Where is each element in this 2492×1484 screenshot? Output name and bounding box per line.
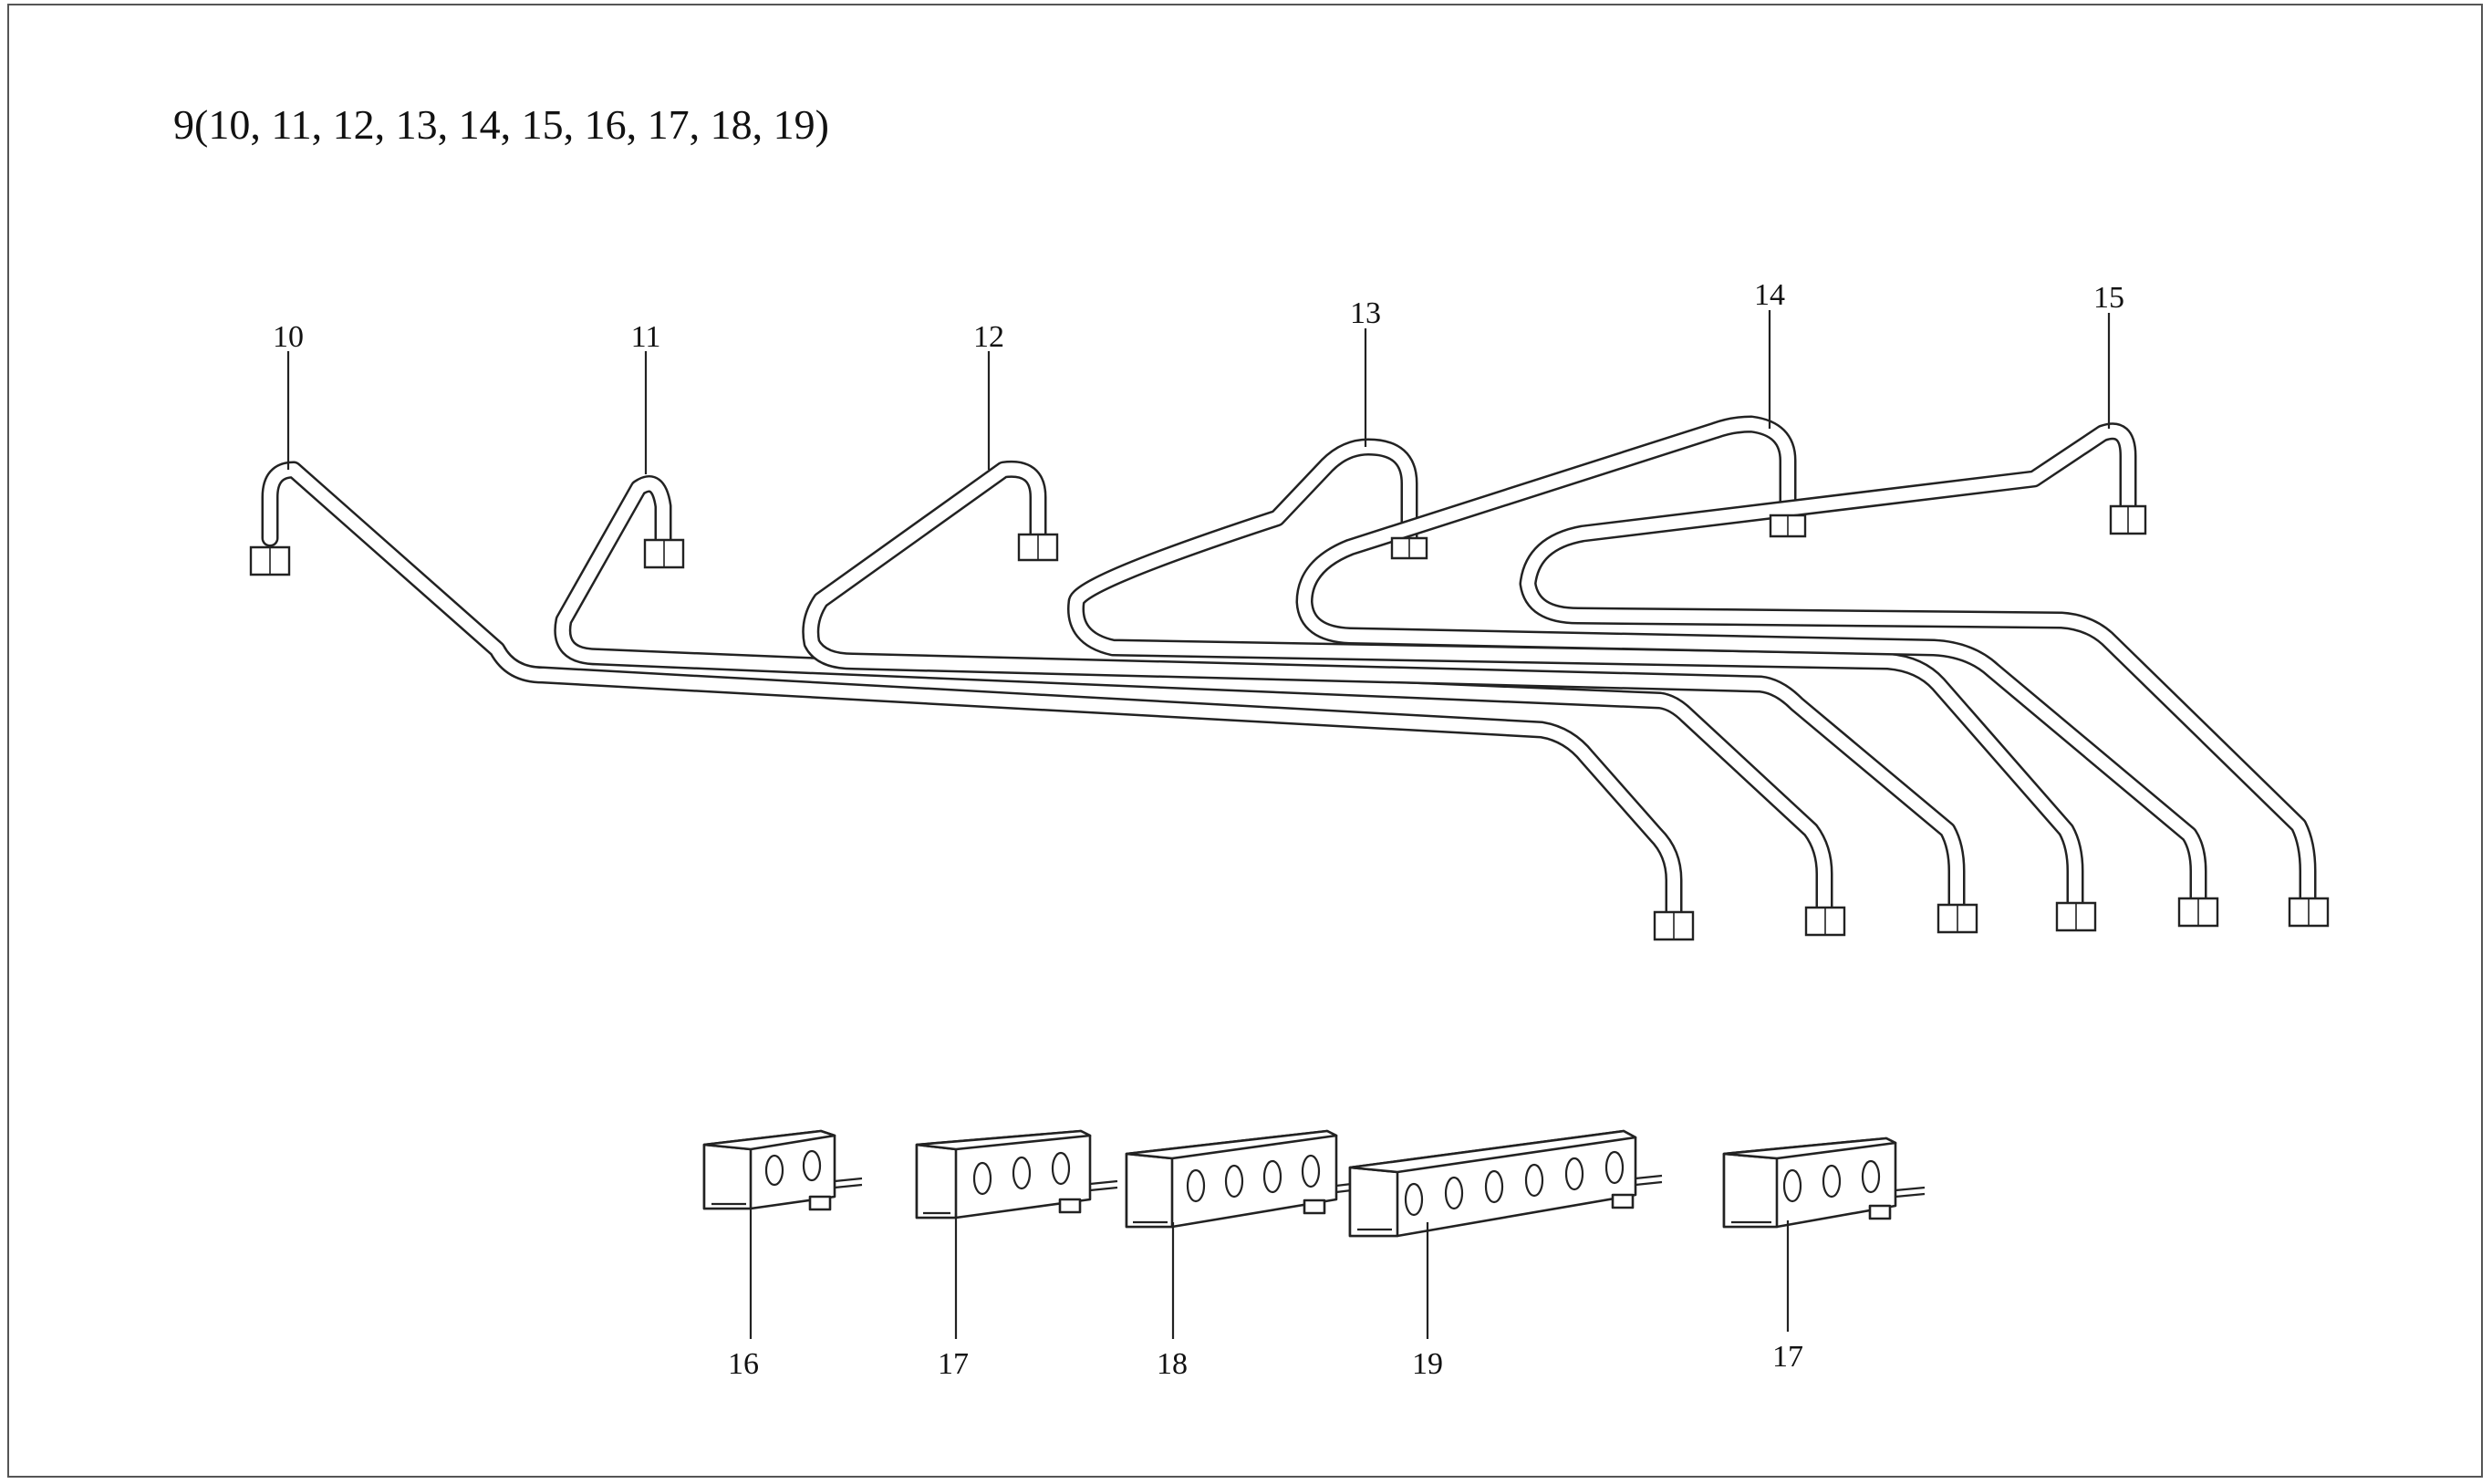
block-17-left	[915, 1129, 1118, 1219]
label-12: 12	[973, 320, 1004, 354]
nut-10-bottom	[1653, 910, 1695, 941]
label-17-left: 17	[938, 1347, 969, 1381]
pipe-11	[554, 475, 1833, 926]
pipe-15	[1519, 422, 2317, 921]
pipe-10	[261, 461, 1683, 926]
nut-14-top	[1769, 514, 1807, 538]
label-17-right: 17	[1772, 1340, 1803, 1374]
label-13: 13	[1350, 296, 1381, 330]
pipe-12	[802, 460, 1966, 926]
label-10: 10	[273, 320, 304, 354]
nut-15-bottom	[2288, 897, 2330, 928]
nut-14-bottom	[2177, 897, 2219, 928]
nut-12-top	[1017, 533, 1059, 562]
pipe-nuts-bottom	[1653, 897, 2330, 941]
pipe-13	[1067, 438, 2084, 926]
pipe-labels: 10 11 12 13 14 15	[273, 278, 2124, 354]
nut-12-bottom	[1936, 903, 1978, 934]
label-18: 18	[1157, 1347, 1188, 1381]
pipe-14	[1295, 415, 2207, 921]
block-19	[1348, 1129, 1663, 1238]
nut-10-top	[249, 545, 291, 576]
nut-15-top	[2109, 504, 2147, 535]
pipe-leaders	[286, 310, 2111, 474]
label-11: 11	[631, 320, 661, 354]
nut-13-bottom	[2055, 901, 2097, 932]
nut-11-top	[643, 538, 685, 569]
block-18	[1125, 1129, 1360, 1229]
block-leaders	[749, 1209, 1790, 1339]
block-17-right	[1722, 1136, 1926, 1229]
label-16: 16	[728, 1347, 759, 1381]
pipe-nuts-top	[249, 504, 2147, 576]
nut-11-bottom	[1804, 906, 1846, 937]
diagram-title: 9(10, 11, 12, 13, 14, 15, 16, 17, 18, 19…	[173, 101, 829, 148]
block-16	[702, 1129, 863, 1211]
label-14: 14	[1754, 278, 1785, 312]
label-19: 19	[1412, 1347, 1443, 1381]
block-labels: 16 17 18 19 17	[728, 1340, 1803, 1381]
label-15: 15	[2093, 281, 2124, 315]
nut-13-top	[1390, 536, 1428, 560]
